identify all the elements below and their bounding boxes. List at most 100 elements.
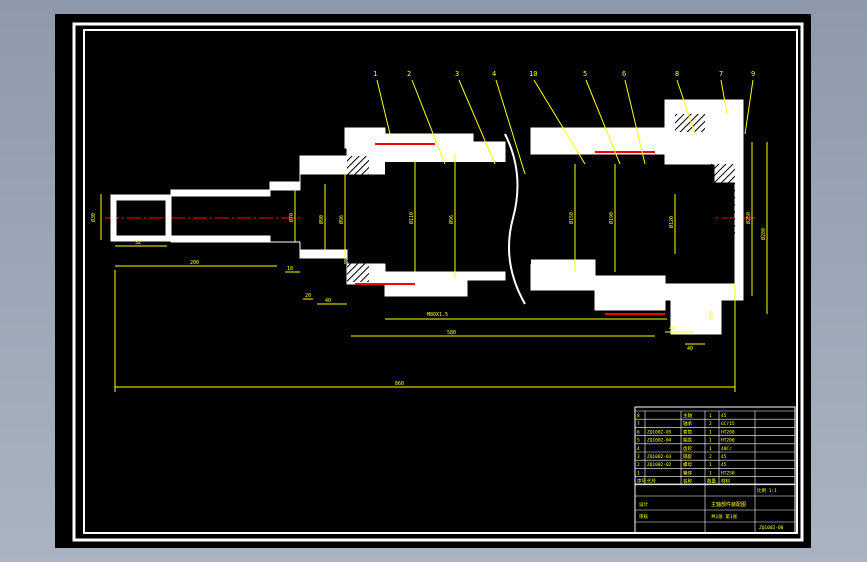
dim-d7: Ø190	[608, 212, 615, 224]
parts-row-no: 2	[637, 462, 640, 468]
parts-row-no: 1	[637, 470, 640, 476]
hatch-5	[675, 114, 705, 132]
dim-d8: Ø120	[668, 216, 675, 228]
parts-row-no: 7	[637, 421, 640, 427]
dim-total: 860	[395, 381, 404, 387]
parts-row-name: 箱体	[683, 469, 692, 476]
callout-3: 3	[455, 70, 459, 78]
parts-row-material: HT200	[721, 438, 735, 444]
drawing-viewport[interactable]: 1 2 3 4 10 5 6 8 7 9 Ø30 32 18 20 200 40…	[55, 14, 811, 548]
bore-gear	[621, 192, 661, 242]
dim-hub-1: 40	[687, 346, 693, 352]
sheet-label: 共1张 第1张	[711, 513, 738, 520]
parts-row-no: 3	[637, 454, 640, 460]
parts-row-qty: 1	[709, 446, 712, 452]
parts-header-material: 材料	[721, 478, 730, 485]
housing-right	[664, 99, 744, 109]
parts-row-qty: 1	[709, 438, 712, 444]
parts-row-code: ZQ1002-05	[647, 429, 672, 435]
dim-d5: Ø96	[448, 215, 455, 224]
spline-section	[170, 189, 271, 197]
sheet-outer-frame	[72, 22, 804, 542]
scale-label: 比例 1:1	[757, 487, 777, 494]
parts-row-material: HT250	[721, 470, 735, 476]
parts-row-no: 6	[637, 429, 640, 435]
parts-row-material: GCr15	[721, 421, 735, 427]
bore-main	[300, 190, 665, 242]
parts-row-name: 齿轮	[683, 445, 692, 452]
callout-labels: 1 2 3 4 10 5 6 8 7 9	[373, 70, 755, 78]
parts-row-name: 隔套	[683, 453, 692, 460]
break-line	[504, 133, 526, 305]
sheet-inner-frame	[83, 29, 798, 534]
cad-drawing: 1 2 3 4 10 5 6 8 7 9 Ø30 32 18 20 200 40…	[72, 22, 804, 542]
housing-bottom	[664, 291, 744, 301]
parts-row-material: 45	[721, 454, 727, 460]
callout-4: 4	[492, 70, 496, 78]
dim-d3: Ø96	[338, 215, 345, 224]
bore-step-2	[385, 242, 531, 264]
dimension-lines	[100, 142, 768, 392]
dim-right-small: Ø250	[745, 212, 752, 224]
parts-row-no: 4	[637, 446, 640, 452]
bore-step-1	[385, 162, 531, 190]
bore-right	[665, 182, 715, 250]
dim-18: 18	[287, 266, 293, 272]
parts-row-no: 8	[637, 413, 640, 419]
hatch-6	[615, 240, 655, 260]
parts-row-qty: 1	[709, 413, 712, 419]
dimension-texts: Ø30 32 18 20 200 40 M80X1.5 580 40 860 Ø…	[90, 212, 767, 387]
parts-row-qty: 1	[709, 470, 712, 476]
parts-row-code: ZQ1002-02	[647, 462, 672, 468]
parts-row-qty: 2	[709, 454, 712, 460]
assembly-section	[110, 99, 744, 335]
parts-row-code: ZQ1002-03	[647, 454, 672, 460]
shaft-end-left	[110, 194, 172, 201]
dim-40: 40	[325, 298, 331, 304]
drawing-number: ZQ1002-00	[759, 525, 784, 531]
bottom-hub	[670, 299, 722, 335]
parts-row-qty: 1	[709, 429, 712, 435]
shaft-end-left-cap	[110, 194, 117, 242]
red-details	[355, 143, 665, 315]
parts-row-name: 端盖	[683, 437, 692, 444]
parts-header-code: 代号	[647, 478, 656, 485]
callout-2: 2	[407, 70, 411, 78]
parts-row-no: 5	[637, 438, 640, 444]
parts-row-code: ZQ1002-04	[647, 438, 672, 444]
parts-row-material: HT200	[721, 429, 735, 435]
dim-580: 580	[447, 330, 456, 336]
designer-label: 设计	[639, 501, 648, 508]
bores	[300, 162, 715, 264]
hatch-2	[347, 260, 369, 282]
callout-10: 10	[529, 70, 537, 78]
parts-row-name: 套筒	[683, 428, 692, 435]
dim-32: 32	[135, 240, 141, 246]
dim-200: 200	[190, 260, 199, 266]
dim-d1: Ø70	[288, 213, 295, 222]
parts-row-material: 45	[721, 462, 727, 468]
parts-row-qty: 1	[709, 462, 712, 468]
parts-list-grid	[634, 410, 796, 486]
checker-label: 审核	[639, 513, 648, 520]
dim-d6: Ø150	[568, 212, 575, 224]
parts-row-material: 40Cr	[721, 446, 732, 452]
parts-header-qty: 数量	[707, 478, 716, 485]
callout-9: 9	[751, 70, 755, 78]
spline-section-bottom	[170, 235, 271, 243]
parts-row-qty: 2	[709, 421, 712, 427]
dim-thread: M80X1.5	[427, 312, 448, 318]
callout-1: 1	[373, 70, 377, 78]
parts-row-name: 主轴	[683, 412, 692, 419]
dim-20: 20	[305, 293, 311, 299]
parts-row-name: 螺母	[683, 461, 692, 468]
parts-header-no: 序号	[637, 478, 646, 485]
parts-header-name: 名称	[683, 478, 692, 485]
housing-right-side	[734, 99, 744, 301]
shaft-body-left-bottom	[270, 241, 506, 297]
callout-8: 8	[675, 70, 679, 78]
dim-left-height: Ø30	[90, 213, 97, 222]
drawing-title: 主轴部件装配图	[711, 501, 746, 508]
dim-d2: Ø90	[318, 215, 325, 224]
